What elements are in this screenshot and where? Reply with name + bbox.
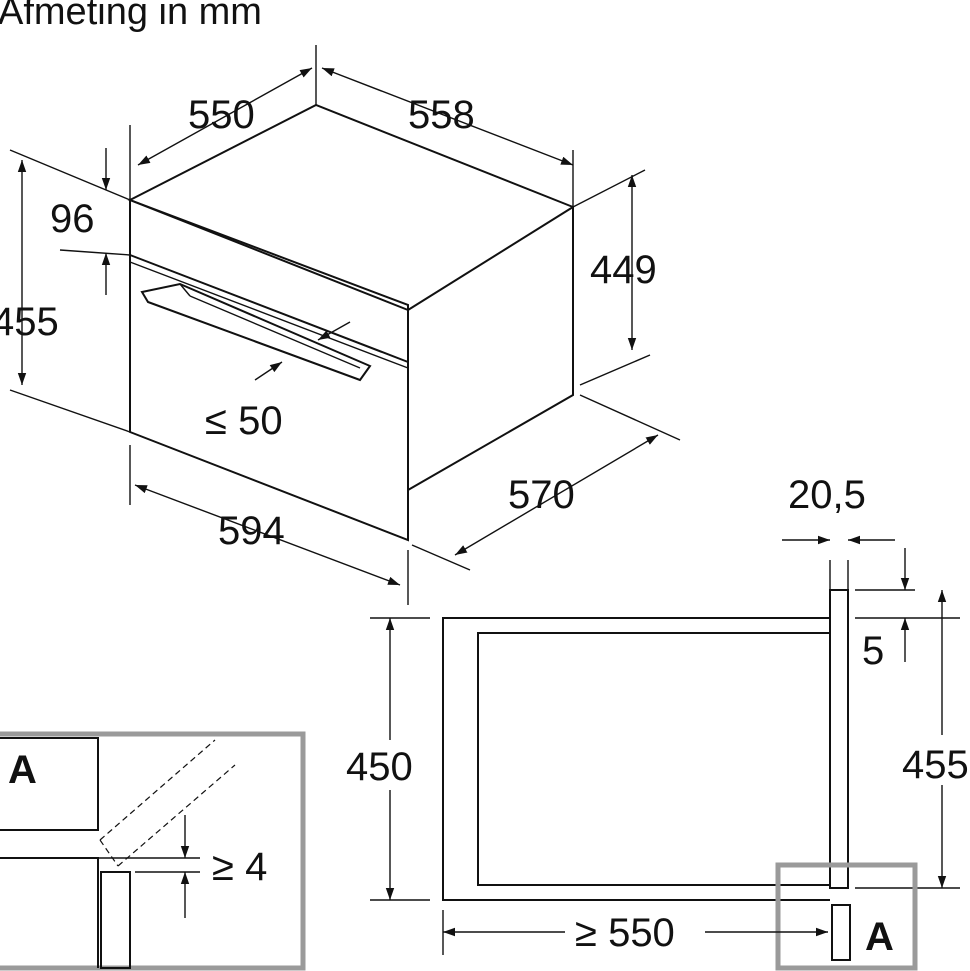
dim-panel-height: 96 [50,197,95,241]
oven-handle [140,282,372,382]
oven-isometric [127,103,574,542]
dim-min-depth: ≥ 550 [575,911,675,955]
dim-front-height: 455 [0,300,59,344]
oven-front [129,198,409,542]
detail-label: A [8,748,37,792]
installation-arrows [385,535,947,937]
dim-min-gap: ≥ 4 [212,845,267,889]
dim-front-width: 594 [218,509,285,553]
detail-a-label: A [865,915,894,959]
dimension-arrows [17,67,659,586]
extension-lines [9,45,681,605]
dim-depth-top: 550 [188,93,255,137]
oven-front-panel [829,589,849,889]
detail-a-inset [0,731,306,971]
control-panel-edge [129,254,409,363]
dim-body-depth: 570 [508,473,575,517]
detail-a-marker [775,862,918,971]
dim-front-thickness: 20,5 [788,473,866,517]
dim-handle-depth: ≤ 50 [205,399,283,443]
dim-niche-height: 450 [346,745,413,789]
installation-section [370,560,960,971]
dim-width-back: 558 [408,93,475,137]
dim-body-height: 449 [590,248,657,292]
dim-top-offset: 5 [862,629,884,673]
dim-front-height-section: 455 [902,743,969,787]
oven-body [127,103,574,492]
drawing-title: Afmeting in mm [0,0,262,33]
